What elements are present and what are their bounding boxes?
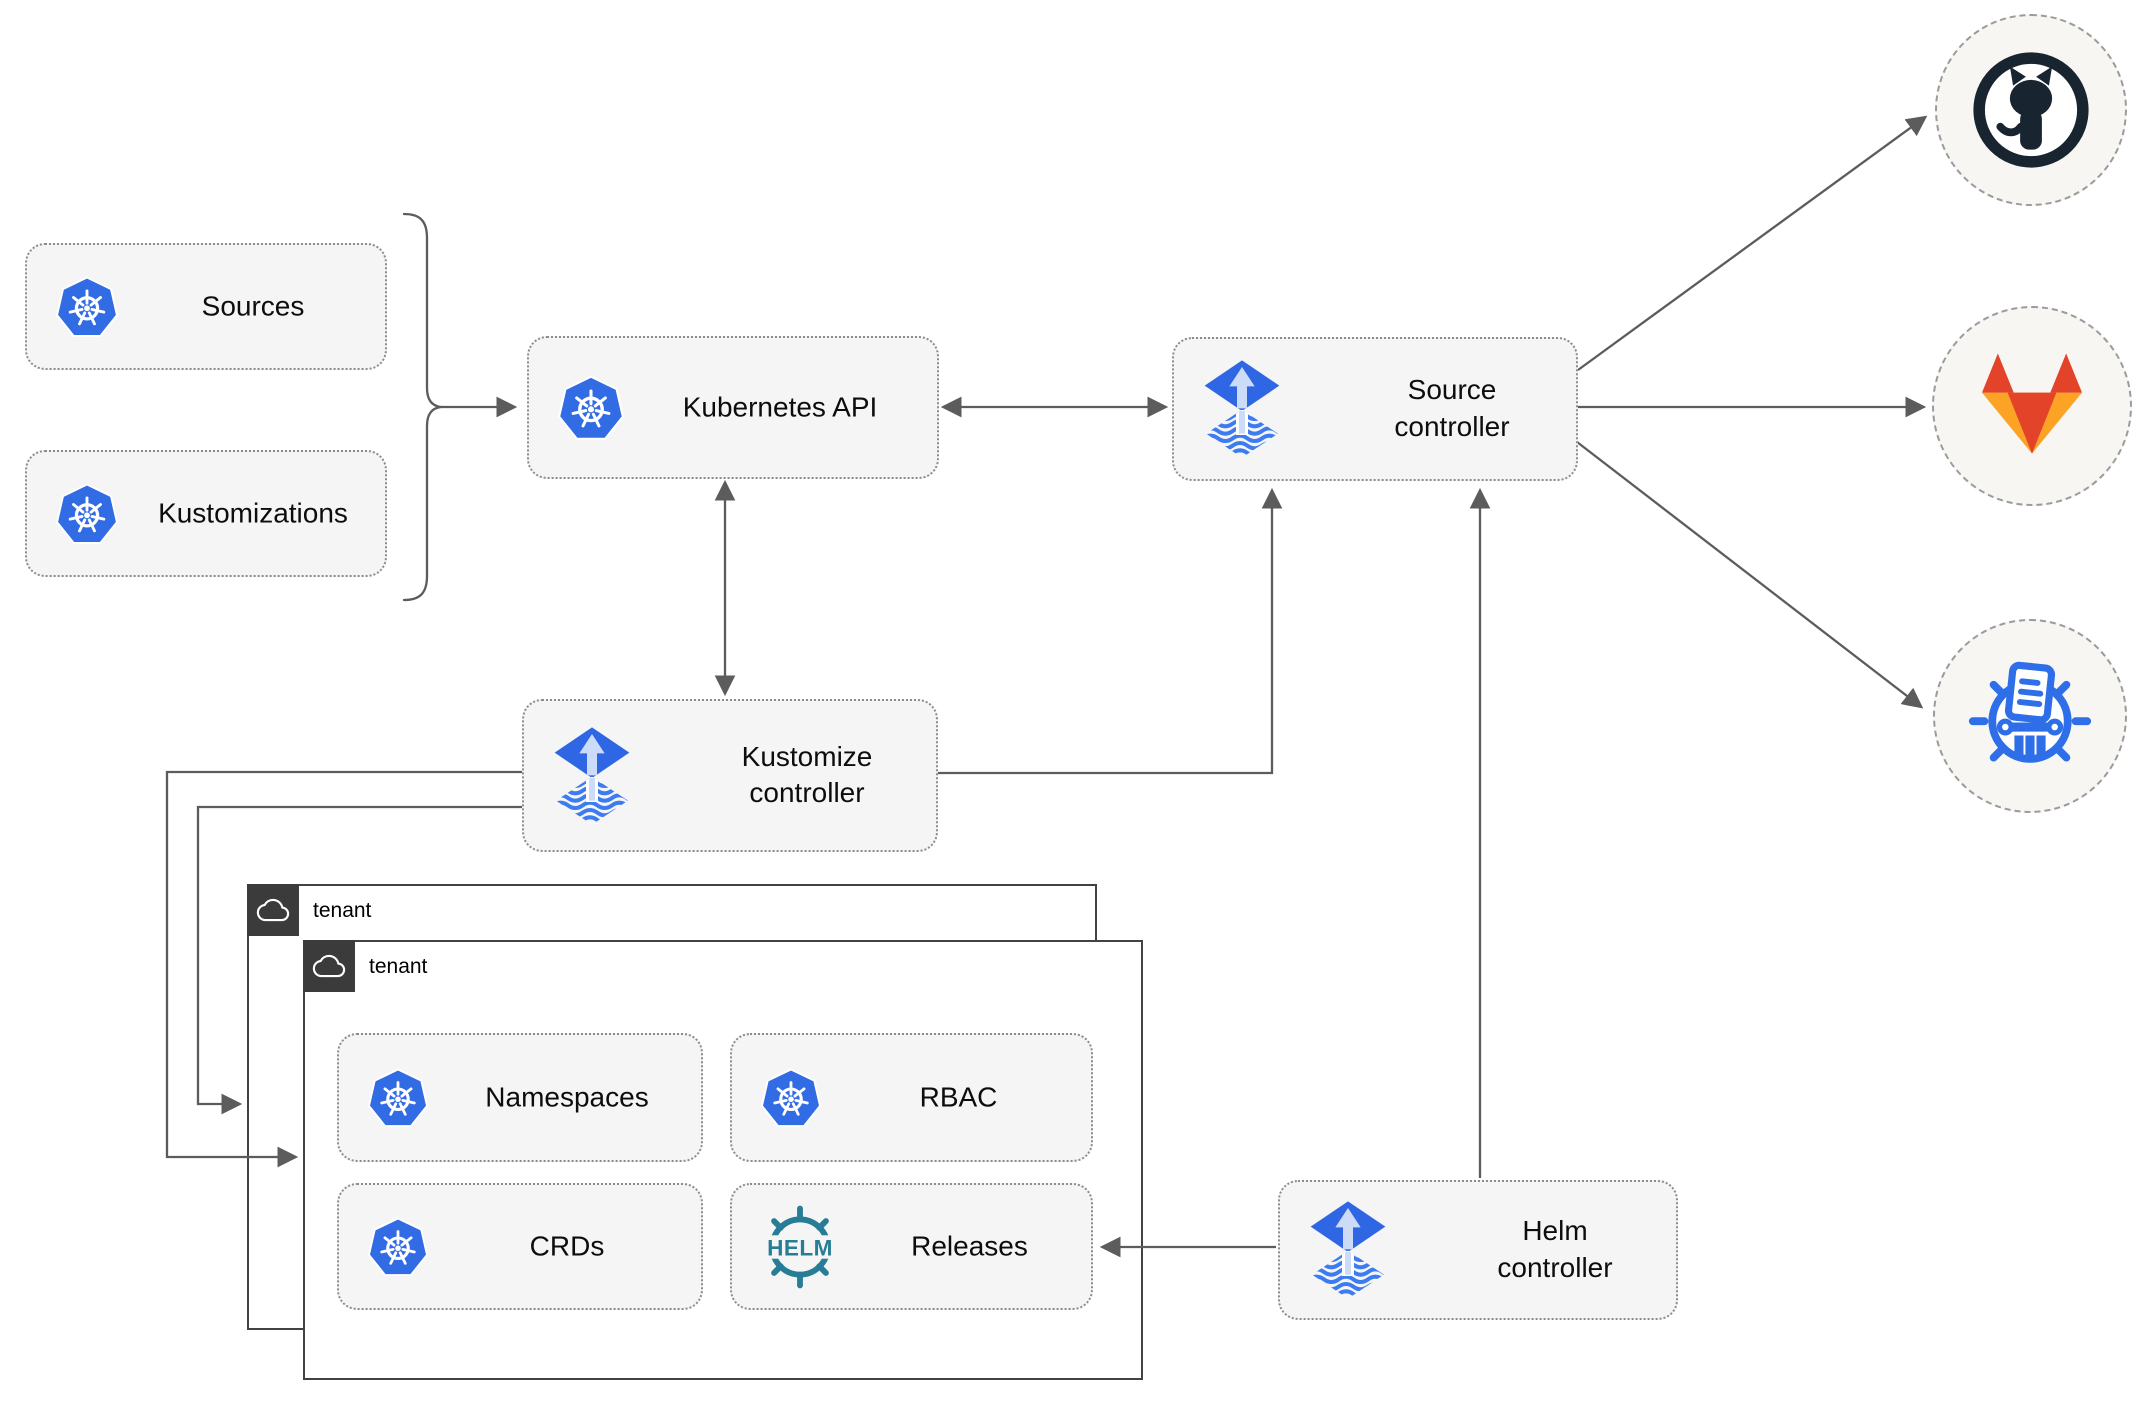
node-label-rbac: RBAC [919,1081,998,1113]
tenant-tab [303,940,355,992]
helm-icon: HELM [764,1205,836,1288]
kubernetes-icon [55,275,119,339]
node-label-releases: Releases [911,1230,1028,1262]
flux-icon [1202,359,1282,459]
node-sources: Sources [25,243,387,370]
cloud-icon [312,953,346,979]
node-crds: CRDs [337,1183,703,1310]
brace-sources-group [402,212,442,602]
node-source-controller: Source controller [1172,337,1578,481]
chartmuseum-icon [1968,661,2092,763]
connector-sourcecontroller-chartmuseum [1576,441,1924,709]
chartmuseum-endpoint [1933,619,2127,813]
gitlab-endpoint [1932,306,2132,506]
node-releases: HELM Releases [730,1183,1093,1310]
tenant-tab [247,884,299,936]
node-label-kubernetes-api: Kubernetes API [682,391,878,423]
node-rbac: RBAC [730,1033,1093,1162]
tenant-label: tenant [313,899,372,922]
github-icon [1973,52,2089,168]
node-label-kustomize-controller: Kustomize controller [741,740,873,809]
node-label-crds: CRDs [529,1230,605,1262]
kubernetes-icon [367,1067,429,1129]
connector-kustomizecontroller-sourcecontroller [936,487,1283,775]
node-kustomizations: Kustomizations [25,450,387,577]
helm-wordmark: HELM [767,1235,833,1260]
cloud-icon [256,897,290,923]
node-helm-controller: Helm controller [1278,1180,1678,1320]
tenant-label: tenant [369,955,428,978]
node-label-helm-controller: Helm controller [1497,1215,1613,1283]
kubernetes-icon [760,1067,822,1129]
node-label-sources: Sources [201,290,305,322]
kubernetes-icon [55,482,119,546]
connector-sourcecontroller-github [1577,115,1928,371]
flux-icon [552,726,632,826]
node-namespaces: Namespaces [337,1033,703,1162]
kubernetes-icon [367,1216,429,1278]
node-kubernetes-api: Kubernetes API [527,336,939,479]
node-label-namespaces: Namespaces [485,1081,649,1113]
node-label-kustomizations: Kustomizations [158,497,348,529]
node-label-source-controller: Source controller [1394,374,1510,442]
kubernetes-icon [557,374,625,442]
node-kustomize-controller: Kustomize controller [522,699,938,852]
flux-icon [1308,1200,1388,1300]
github-endpoint [1935,14,2127,206]
gitlab-icon [1981,353,2083,454]
